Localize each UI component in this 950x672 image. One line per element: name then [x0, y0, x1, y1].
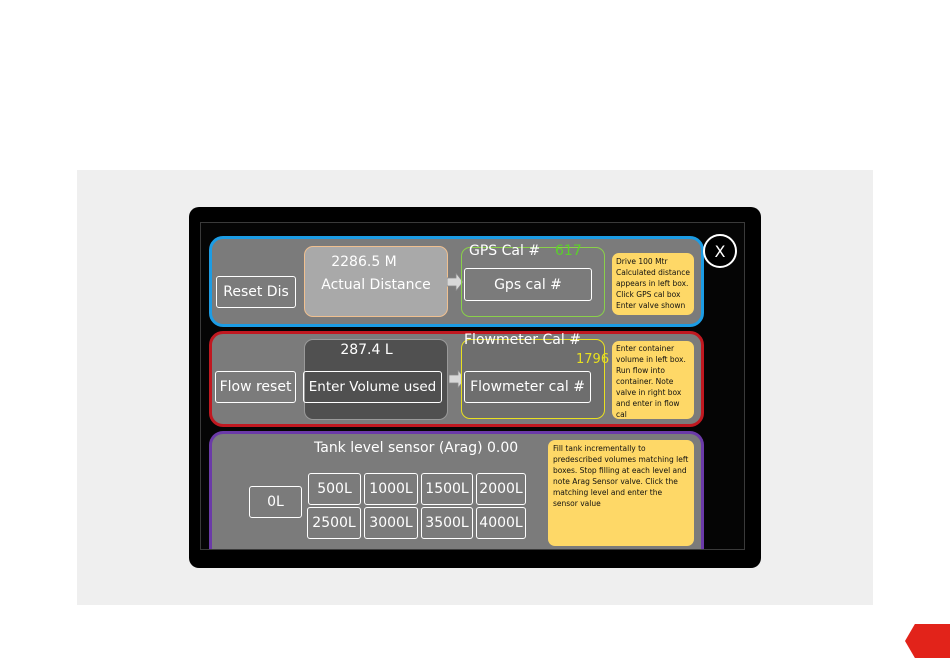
volume-box — [304, 339, 448, 420]
slide-corner-tab — [905, 624, 950, 658]
gps-cal-title: GPS Cal # — [469, 243, 541, 259]
flow-instructions-note: Enter container volume in left box. Run … — [612, 341, 694, 419]
volume-value: 287.4 L — [340, 342, 393, 358]
flowmeter-cal-title: Flowmeter Cal # — [464, 332, 581, 348]
gps-cal-box — [461, 247, 605, 317]
flowmeter-cal-value: 1796 — [576, 352, 610, 367]
arrow-right-icon — [447, 273, 463, 291]
level-500l-button[interactable]: 500L — [308, 473, 361, 505]
level-1500l-button[interactable]: 1500L — [421, 473, 473, 505]
level-3000l-button[interactable]: 3000L — [364, 507, 418, 539]
distance-value: 2286.5 M — [331, 254, 397, 270]
enter-volume-button[interactable]: Enter Volume used — [303, 371, 442, 403]
level-2500l-button[interactable]: 2500L — [307, 507, 361, 539]
distance-label: Actual Distance — [321, 277, 431, 293]
tank-level-title: Tank level sensor (Arag) 0.00 — [314, 440, 519, 456]
gps-instructions-note: Drive 100 Mtr Calculated distance appear… — [612, 253, 694, 315]
reset-distance-button[interactable]: Reset Dis — [216, 276, 296, 308]
tank-instructions-note: Fill tank incrementally to predescribed … — [548, 440, 694, 546]
flow-reset-button[interactable]: Flow reset — [215, 371, 296, 403]
level-2000l-button[interactable]: 2000L — [476, 473, 526, 505]
level-1000l-button[interactable]: 1000L — [364, 473, 418, 505]
flowmeter-cal-box — [461, 339, 605, 419]
level-0l-button[interactable]: 0L — [249, 486, 302, 518]
level-4000l-button[interactable]: 4000L — [476, 507, 526, 539]
flowmeter-cal-button[interactable]: Flowmeter cal # — [464, 371, 591, 403]
gps-cal-value: 617 — [555, 243, 582, 259]
level-3500l-button[interactable]: 3500L — [421, 507, 473, 539]
close-button[interactable]: X — [703, 234, 737, 268]
gps-cal-button[interactable]: Gps cal # — [464, 268, 592, 301]
